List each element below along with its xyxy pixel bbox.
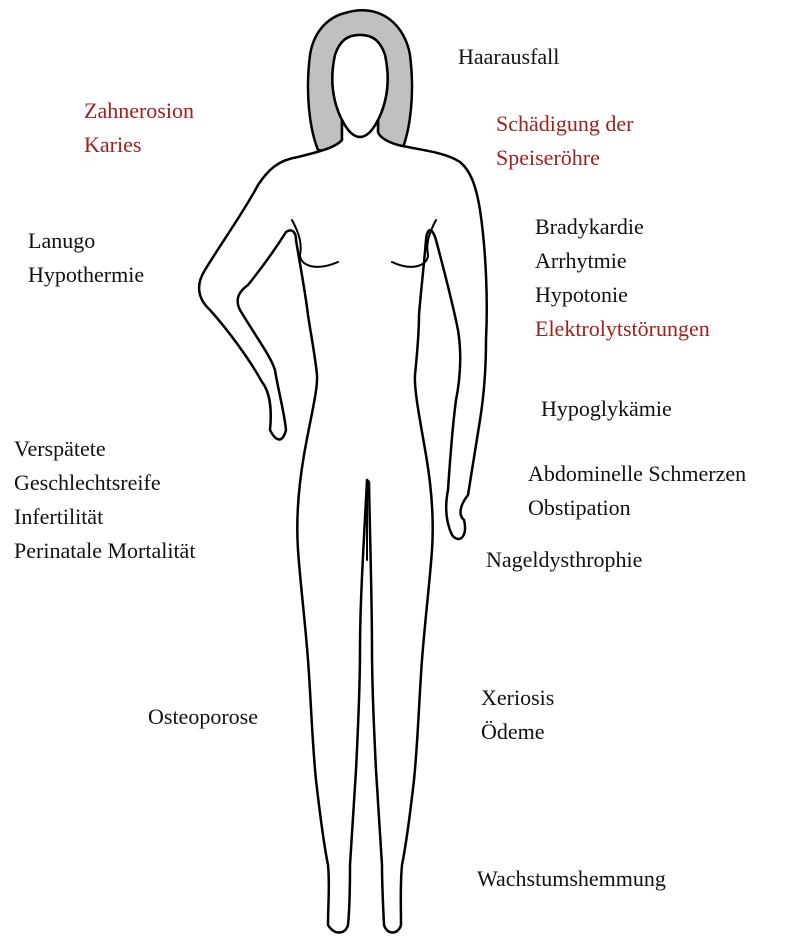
label-osteoporose: Osteoporose: [148, 700, 258, 734]
label-herz-kreislauf: Bradykardie Arrhytmie Hypotonie: [535, 210, 644, 312]
label-line: Nageldysthrophie: [486, 543, 642, 577]
label-line: Elektrolytstörungen: [535, 312, 710, 346]
label-line: Hypotonie: [535, 278, 644, 312]
label-line: Hypoglykämie: [541, 392, 672, 426]
label-line: Karies: [84, 128, 194, 162]
label-line: Obstipation: [528, 491, 746, 525]
label-line: Haarausfall: [458, 40, 559, 74]
label-elektrolytstoerungen: Elektrolytstörungen: [535, 312, 710, 346]
label-nageldysthrophie: Nageldysthrophie: [486, 543, 642, 577]
label-lanugo-hypothermie: Lanugo Hypothermie: [28, 224, 144, 292]
label-zahnerosion-karies: Zahnerosion Karies: [84, 94, 194, 162]
label-line: Arrhytmie: [535, 244, 644, 278]
label-line: Xeriosis: [481, 681, 554, 715]
label-line: Speiseröhre: [496, 141, 633, 175]
label-line: Verspätete: [14, 432, 195, 466]
label-line: Bradykardie: [535, 210, 644, 244]
label-speiseroehre: Schädigung der Speiseröhre: [496, 107, 633, 175]
label-line: Infertilität: [14, 500, 195, 534]
body-outline: [199, 120, 487, 933]
label-line: Osteoporose: [148, 700, 258, 734]
label-line: Zahnerosion: [84, 94, 194, 128]
label-wachstumshemmung: Wachstumshemmung: [477, 862, 666, 896]
label-line: Lanugo: [28, 224, 144, 258]
label-line: Wachstumshemmung: [477, 862, 666, 896]
label-line: Hypothermie: [28, 258, 144, 292]
label-abdomen: Abdominelle Schmerzen Obstipation: [528, 457, 746, 525]
label-line: Geschlechtsreife: [14, 466, 195, 500]
label-hypoglykaemie: Hypoglykämie: [541, 392, 672, 426]
label-line: Abdominelle Schmerzen: [528, 457, 746, 491]
label-line: Schädigung der: [496, 107, 633, 141]
label-haarausfall: Haarausfall: [458, 40, 559, 74]
label-line: Ödeme: [481, 715, 554, 749]
label-haut: Xeriosis Ödeme: [481, 681, 554, 749]
label-reproduktion: Verspätete Geschlechtsreife Infertilität…: [14, 432, 195, 568]
label-line: Perinatale Mortalität: [14, 534, 195, 568]
